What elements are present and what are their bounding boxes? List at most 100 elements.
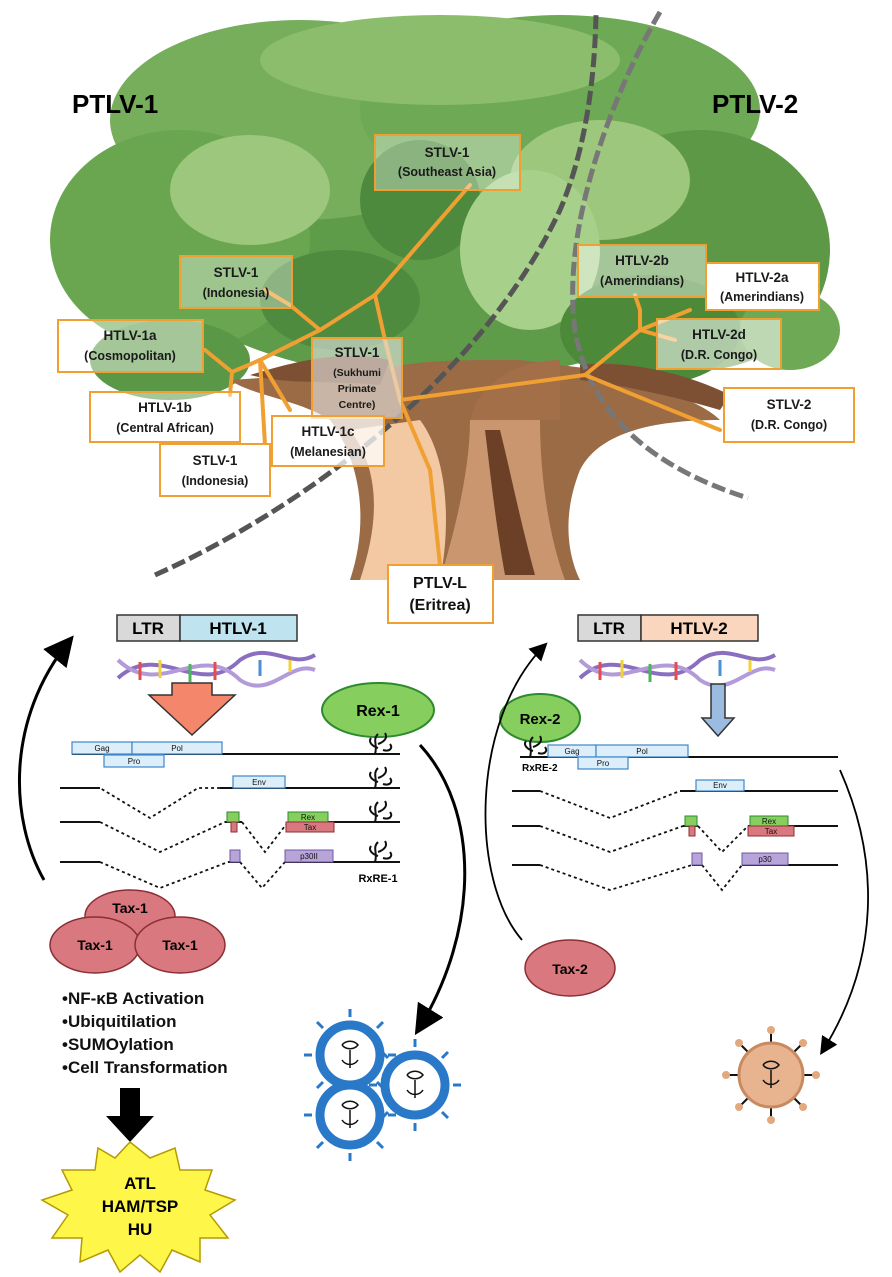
virion-3 <box>304 1080 396 1161</box>
stlv1-sukhumi-line1: STLV-1 <box>335 345 380 360</box>
divider-line-2 <box>570 10 749 501</box>
label-stlv1-indonesia-top: STLV-1 (Indonesia) <box>179 255 293 309</box>
stlv1-indonesia-top-line1: STLV-1 <box>214 265 259 280</box>
htlv2-gag: Gag <box>564 747 579 756</box>
label-htlv1b: HTLV-1b (Central African) <box>89 391 241 443</box>
label-stlv1-southeast-asia: STLV-1 (Southeast Asia) <box>374 134 521 191</box>
ptlvl-line1: PTLV-L <box>413 575 467 592</box>
htlv2b-line1: HTLV-2b <box>615 253 669 268</box>
rex2-label: Rex-2 <box>520 711 561 728</box>
htlv2-env: Env <box>713 781 727 790</box>
htlv1-pro: Pro <box>128 757 141 766</box>
tree-labels: STLV-1 (Southeast Asia) STLV-1 (Indonesi… <box>57 134 855 624</box>
tax1-top-label: Tax-1 <box>112 900 148 916</box>
stlv1-sea-line1: STLV-1 <box>425 145 470 160</box>
htlv2-expression-arrow <box>700 683 736 738</box>
htlv1-rex-gene: Rex <box>301 813 315 822</box>
htlv2-rxre-stemloop <box>523 735 548 758</box>
ptlvl-line2: (Eritrea) <box>409 597 470 614</box>
disease-arrow <box>106 1088 154 1142</box>
htlv2-rex: Rex-2 <box>499 693 581 743</box>
htlv1b-line2: (Central African) <box>116 421 213 435</box>
htlv2-ltr: LTR <box>593 619 625 638</box>
htlv1-pol: Pol <box>171 744 183 753</box>
htlv1b-line1: HTLV-1b <box>138 400 192 415</box>
htlv1a-line1: HTLV-1a <box>103 328 157 343</box>
htlv2b-line2: (Amerindians) <box>600 274 684 288</box>
stlv1-indonesia-top-line2: (Indonesia) <box>203 286 270 300</box>
htlv1-transcripts: Gag Pol Pro Env Rex Tax <box>60 732 400 890</box>
function-ubiquitilation: •Ubiquitilation <box>62 1012 177 1031</box>
stlv1-indonesia-bottom-line1: STLV-1 <box>193 453 238 468</box>
htlv2a-line2: (Amerindians) <box>720 290 804 304</box>
htlv2-tax-gene: Tax <box>765 827 777 836</box>
htlv2-virion <box>722 1026 820 1124</box>
htlv1-ltr: LTR <box>132 619 164 638</box>
disease-hu: HU <box>128 1220 153 1239</box>
rxre1-label: RxRE-1 <box>358 873 397 885</box>
virion-1 <box>304 1009 396 1101</box>
htlv2-rex-gene: Rex <box>762 817 776 826</box>
htlv1-rxre-stemloops <box>368 732 393 863</box>
htlv2-genome-label: HTLV-2 <box>670 619 727 638</box>
tax2-feedback-arrow <box>484 642 548 941</box>
htlv1a-line2: (Cosmopolitan) <box>84 349 176 363</box>
rex1-label: Rex-1 <box>356 703 400 720</box>
disease-atl: ATL <box>124 1174 156 1193</box>
function-sumoylation: •SUMOylation <box>62 1035 174 1054</box>
htlv1-dna-helix <box>116 650 317 688</box>
htlv1-tax-gene: Tax <box>304 823 316 832</box>
ptlv1-title: PTLV-1 <box>72 89 158 119</box>
ptlv2-title: PTLV-2 <box>712 89 798 119</box>
htlv2-virion-arrow <box>820 769 869 1056</box>
rxre2-label: RxRE-2 <box>522 763 558 774</box>
label-htlv1a: HTLV-1a (Cosmopolitan) <box>57 319 204 373</box>
htlv2-genome-bar: LTR HTLV-2 <box>577 614 759 642</box>
htlv1-p30-gene: p30II <box>300 852 318 861</box>
htlv1-virions <box>304 1009 461 1161</box>
label-htlv1c: HTLV-1c (Melanesian) <box>271 415 385 467</box>
htlv1-rex: Rex-1 <box>321 682 435 738</box>
label-stlv1-sukhumi: STLV-1 (Sukhumi Primate Centre) <box>311 337 403 419</box>
disease-ham-tsp: HAM/TSP <box>102 1197 179 1216</box>
htlv2d-line1: HTLV-2d <box>692 327 746 342</box>
function-nfkb: •NF-κB Activation <box>62 989 204 1008</box>
stlv2-line1: STLV-2 <box>767 397 812 412</box>
label-htlv2d: HTLV-2d (D.R. Congo) <box>656 318 782 370</box>
htlv1-env: Env <box>252 778 266 787</box>
htlv2-pol: Pol <box>636 747 648 756</box>
htlv2-tax: Tax-2 <box>524 939 616 997</box>
tax1-right-label: Tax-1 <box>162 937 198 953</box>
tax1-left-label: Tax-1 <box>77 937 113 953</box>
htlv2d-line2: (D.R. Congo) <box>681 348 757 362</box>
htlv2-panel: LTR HTLV-2 Rex-2 RxRE-2 G <box>484 614 869 1124</box>
htlv1-genome-label: HTLV-1 <box>209 619 266 638</box>
virion-2 <box>369 1039 461 1131</box>
stlv1-sukhumi-line4: Centre) <box>339 399 376 411</box>
label-stlv2: STLV-2 (D.R. Congo) <box>723 387 855 443</box>
htlv2-pro: Pro <box>597 759 610 768</box>
stlv1-sea-line2: (Southeast Asia) <box>398 165 496 179</box>
htlv1c-line2: (Melanesian) <box>290 445 366 459</box>
htlv1-expression-arrow <box>147 682 237 737</box>
htlv1-tax-trimer: Tax-1 Tax-1 Tax-1 <box>49 889 226 974</box>
function-cell-transformation: •Cell Transformation <box>62 1058 228 1077</box>
tax1-feedback-arrow <box>18 635 74 881</box>
htlv1-gag: Gag <box>94 744 109 753</box>
label-htlv2a: HTLV-2a (Amerindians) <box>705 262 820 311</box>
htlv1-panel: LTR HTLV-1 Rex-1 Gag Pol Pro <box>18 614 467 1274</box>
htlv2a-line1: HTLV-2a <box>735 270 789 285</box>
divider-line-1 <box>153 14 599 578</box>
htlv1-functions: •NF-κB Activation •Ubiquitilation •SUMOy… <box>62 989 228 1077</box>
htlv2-p30-gene: p30 <box>758 855 772 864</box>
htlv1-genome-bar: LTR HTLV-1 <box>116 614 298 642</box>
htlv1c-line1: HTLV-1c <box>301 424 355 439</box>
stlv2-line2: (D.R. Congo) <box>751 418 827 432</box>
label-ptlvl: PTLV-L (Eritrea) <box>387 564 494 624</box>
htlv1-virion-arrow <box>414 743 467 1036</box>
disease-starburst: ATL HAM/TSP HU <box>40 1140 237 1274</box>
stlv1-sukhumi-line3: Primate <box>338 383 377 395</box>
stlv1-sukhumi-line2: (Sukhumi <box>333 367 381 379</box>
label-htlv2b: HTLV-2b (Amerindians) <box>577 244 707 298</box>
